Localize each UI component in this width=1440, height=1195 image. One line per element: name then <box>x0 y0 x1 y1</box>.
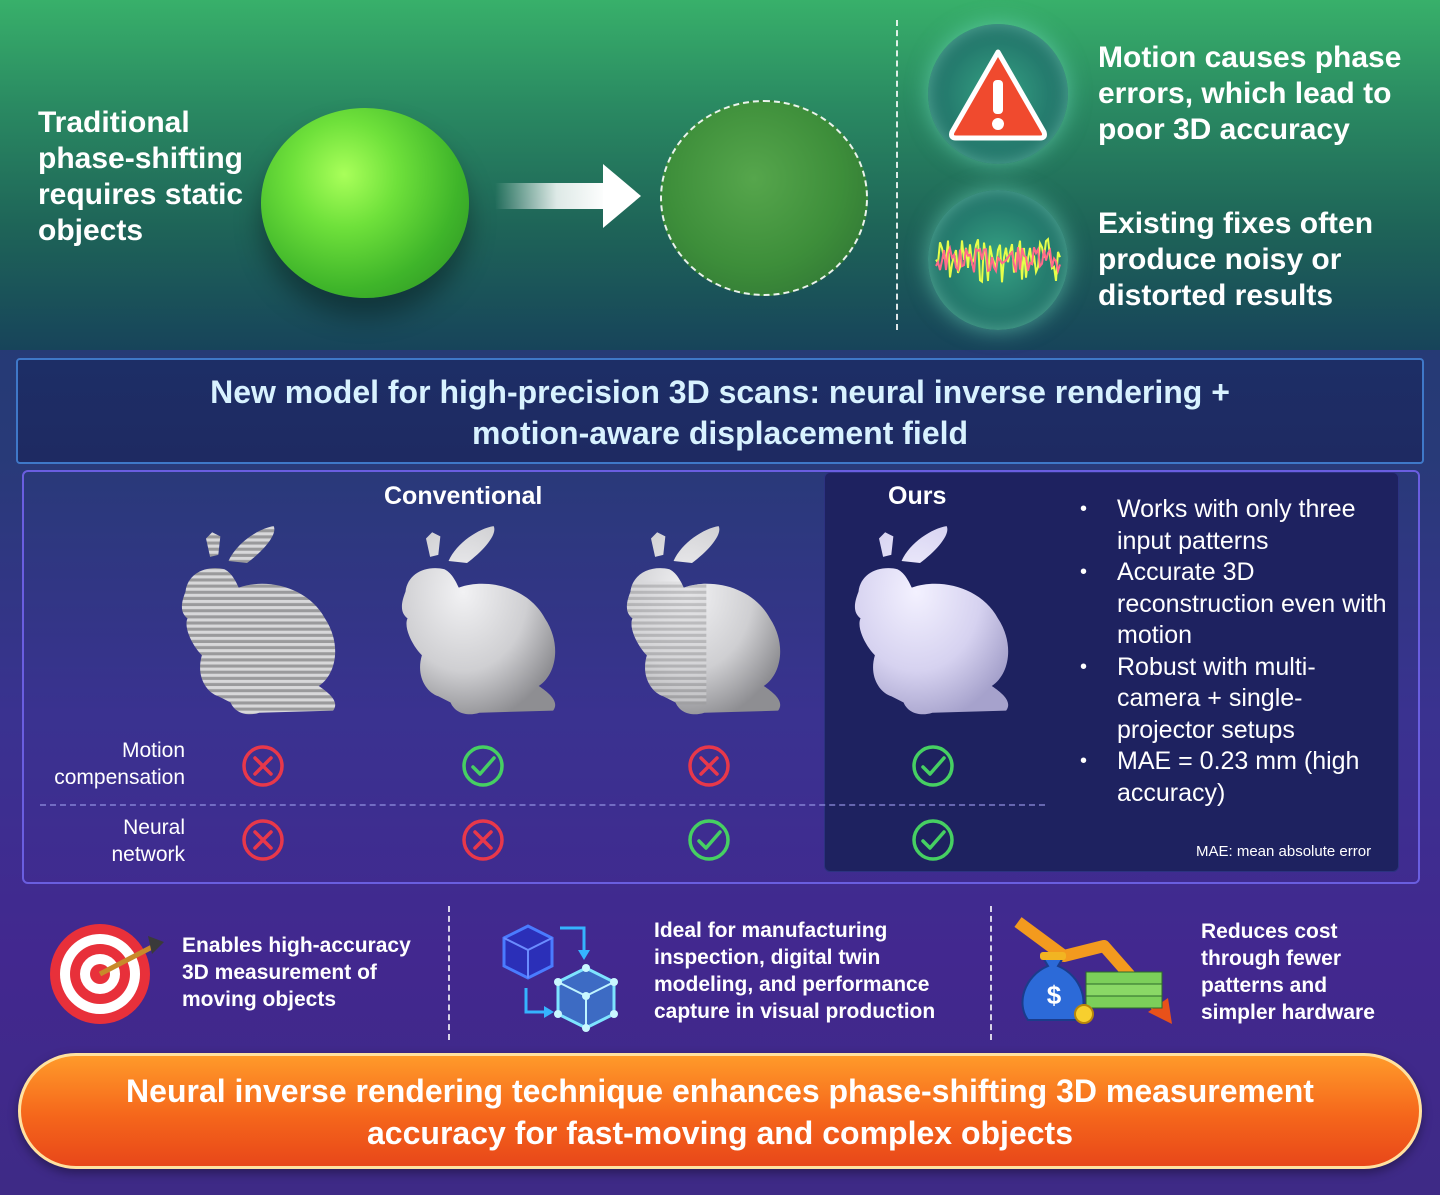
ours-heading: Ours <box>888 482 947 510</box>
benefit-divider-1 <box>448 906 450 1040</box>
warning-icon <box>949 49 1047 141</box>
row-divider <box>40 804 1045 806</box>
mark-motion-compensation-3 <box>686 743 732 789</box>
check-icon <box>688 819 730 861</box>
bunny-conventional-3 <box>626 526 781 715</box>
motion-arrow-icon <box>495 164 641 228</box>
check-icon <box>912 745 954 787</box>
conclusion-banner: Neural inverse rendering technique enhan… <box>18 1053 1422 1169</box>
ours-point: Robust with multi-camera + single-projec… <box>1078 652 1398 747</box>
money-bag-icon: $ <box>1014 917 1172 1024</box>
title-line-2: motion-aware displacement field <box>471 415 969 451</box>
mark-neural-network-1 <box>240 817 286 863</box>
top-divider <box>896 20 898 330</box>
ours-point: MAE = 0.23 mm (high accuracy) <box>1078 746 1398 809</box>
svg-text:$: $ <box>1047 980 1062 1010</box>
cross-icon <box>242 819 284 861</box>
noise-badge <box>928 190 1068 330</box>
ours-point: Works with only three input patterns <box>1078 494 1398 557</box>
target-icon <box>50 924 164 1024</box>
mark-neural-network-3 <box>686 817 732 863</box>
cross-icon <box>242 745 284 787</box>
moving-sphere-outline <box>660 100 868 296</box>
conventional-heading: Conventional <box>384 482 543 510</box>
motion-issue-text: Motion causes phase errors, which lead t… <box>1098 41 1402 146</box>
benefit-applications-text: Ideal for manufacturing inspection, digi… <box>654 919 936 1023</box>
conclusion-text: Neural inverse rendering technique enhan… <box>21 1056 1419 1154</box>
fixes-issue-text: Existing fixes often produce noisy or di… <box>1098 207 1374 312</box>
title-banner: New model for high-precision 3D scans: n… <box>16 358 1424 464</box>
mark-motion-compensation-4 <box>910 743 956 789</box>
mark-neural-network-2 <box>460 817 506 863</box>
bunny-ours <box>854 526 1009 715</box>
mark-motion-compensation-1 <box>240 743 286 789</box>
bunny-conventional-1 <box>181 526 336 715</box>
title-text: New model for high-precision 3D scans: n… <box>18 360 1422 454</box>
mark-neural-network-4 <box>910 817 956 863</box>
check-icon <box>462 745 504 787</box>
bunny-conventional-2 <box>401 526 556 715</box>
cube-network-icon <box>502 924 618 1032</box>
conclusion-line-1: Neural inverse rendering technique enhan… <box>126 1073 1314 1109</box>
static-sphere <box>261 108 469 298</box>
intro-text: Traditional phase-shifting requires stat… <box>38 106 244 247</box>
motion-compensation-label: Motion compensation <box>54 739 185 789</box>
ours-point: Accurate 3D reconstruction even with mot… <box>1078 557 1398 652</box>
check-icon <box>912 819 954 861</box>
title-line-1: New model for high-precision 3D scans: n… <box>210 374 1230 410</box>
cross-icon <box>688 745 730 787</box>
noise-waveform-icon <box>935 237 1061 284</box>
conclusion-line-2: accuracy for fast-moving and complex obj… <box>367 1115 1073 1151</box>
benefit-divider-2 <box>990 906 992 1040</box>
comparison-panel <box>22 470 1420 884</box>
benefit-cost-text: Reduces cost through fewer patterns and … <box>1201 920 1375 1024</box>
ours-benefits-list: Works with only three input patterns Acc… <box>1078 494 1398 809</box>
benefit-measurement-text: Enables high-accuracy 3D measurement of … <box>182 934 411 1011</box>
mark-motion-compensation-2 <box>460 743 506 789</box>
neural-network-label: Neural network <box>111 816 185 866</box>
mae-footnote: MAE: mean absolute error <box>1196 843 1372 860</box>
warning-badge <box>928 24 1068 164</box>
cross-icon <box>462 819 504 861</box>
